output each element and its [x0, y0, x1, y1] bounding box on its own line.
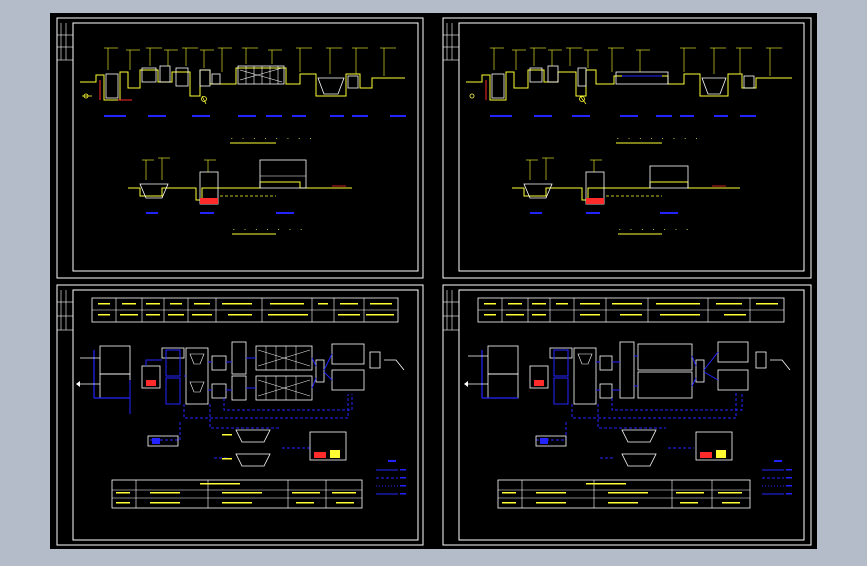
svg-text:. . . . . . . .: . . . . . . . . [616, 134, 700, 141]
sheet-inner-border [72, 289, 419, 541]
top-equipment-table [91, 297, 399, 323]
sheet-outer-border [56, 284, 424, 546]
section-title-1: . . . . . . . . [230, 134, 314, 144]
section-title-1: . . . . . . . . [616, 134, 700, 144]
sheet-outer-border [442, 284, 812, 546]
process-flowchart [76, 341, 405, 467]
sheet-outer-border [442, 17, 812, 279]
sheet-inner-border [458, 289, 805, 541]
title-strip [443, 23, 459, 61]
sheet-3[interactable] [56, 284, 424, 546]
section-title-2: . . . . . . . [618, 225, 691, 235]
process-elevation-profile [466, 47, 792, 105]
bottom-legend-table [111, 479, 363, 509]
sheet-inner-border [72, 22, 419, 272]
sludge-line-elevation [128, 157, 352, 205]
process-flowchart [464, 341, 791, 467]
section-title-2: . . . . . . . [232, 225, 305, 235]
top-equipment-table [477, 297, 785, 323]
title-strip [443, 290, 459, 331]
svg-text:. . . . . . . .: . . . . . . . . [230, 134, 314, 141]
sheet-4[interactable] [442, 284, 812, 546]
blue-unit-labels [490, 115, 756, 117]
svg-text:. . . . . . .: . . . . . . . [232, 225, 305, 232]
sludge-line-elevation [512, 157, 740, 205]
bottom-legend-table [497, 479, 751, 509]
sheet-inner-border [458, 22, 805, 272]
line-type-legend [376, 460, 406, 495]
blue-unit-labels [104, 115, 406, 117]
process-elevation-profile [80, 47, 405, 105]
blue-sludge-labels [146, 212, 294, 214]
title-strip [57, 23, 73, 61]
line-type-legend [762, 460, 792, 495]
svg-text:. . . . . . .: . . . . . . . [618, 225, 691, 232]
sheet-2[interactable]: . . . . . . . . . . . . . . . [442, 17, 812, 279]
sheet-outer-border [56, 17, 424, 279]
title-strip [57, 290, 73, 331]
blue-sludge-labels [530, 212, 678, 214]
sheet-1[interactable]: . . . . . . . . . . . . . . . [56, 17, 424, 279]
model-space-background [50, 13, 817, 549]
